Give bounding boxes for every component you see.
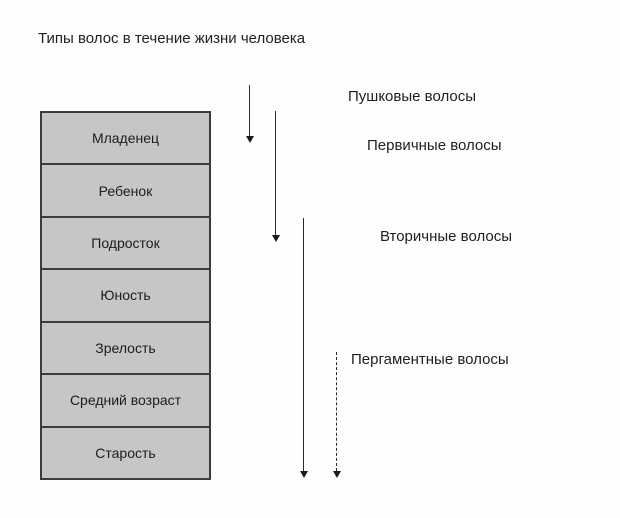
down-arrow-primary-icon xyxy=(271,111,280,242)
arrow-head-icon xyxy=(271,235,280,242)
life-stage-box-infant: Младенец xyxy=(40,111,211,166)
down-arrow-dashed-parchment-icon xyxy=(332,352,341,478)
arrow-head-icon xyxy=(299,471,308,478)
arrow-head-icon xyxy=(245,136,254,143)
life-stage-label: Младенец xyxy=(91,130,160,147)
life-stage-box-old-age: Старость xyxy=(40,425,211,480)
arrow-head-icon xyxy=(332,471,341,478)
life-stage-label: Подросток xyxy=(91,235,160,252)
down-arrow-secondary-icon xyxy=(299,218,308,478)
life-stage-box-youth: Юность xyxy=(40,268,211,323)
life-stage-box-teenager: Подросток xyxy=(40,215,211,271)
life-stage-label: Ребенок xyxy=(98,182,153,199)
life-stage-label: Зрелость xyxy=(95,339,156,356)
down-arrow-vellus-icon xyxy=(245,85,254,143)
arrow-line xyxy=(336,352,337,471)
life-stage-label: Средний возраст xyxy=(69,392,182,409)
arrow-line xyxy=(303,218,304,471)
hair-type-label-vellus: Пушковые волосы xyxy=(348,88,477,105)
life-stage-box-middle-age: Средний возраст xyxy=(40,373,211,428)
life-stage-label: Старость xyxy=(95,444,156,461)
hair-type-label-primary: Первичные волосы xyxy=(367,137,502,154)
arrow-line xyxy=(275,111,276,235)
arrow-line xyxy=(249,85,250,136)
hair-type-label-secondary: Вторичные волосы xyxy=(380,228,513,245)
diagram-title: Типы волос в течение жизни человека xyxy=(38,30,306,47)
life-stage-label: Юность xyxy=(100,287,151,304)
life-stage-box-maturity: Зрелость xyxy=(40,320,211,376)
life-stage-stack: Младенец Ребенок Подросток Юность Зрелос… xyxy=(40,111,211,480)
hair-type-label-parchment: Пергаментные волосы xyxy=(351,351,509,368)
life-stage-box-child: Ребенок xyxy=(40,163,211,218)
